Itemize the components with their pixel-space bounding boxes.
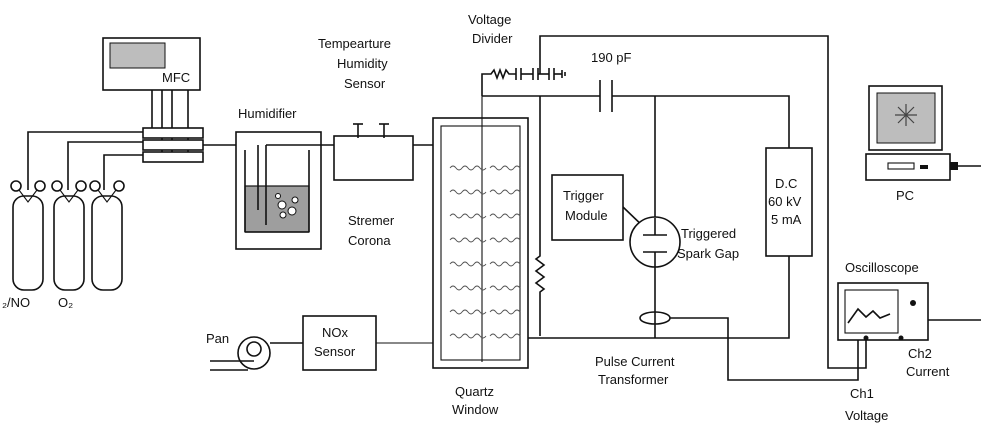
- nox-sensor: NOx Sensor: [270, 315, 433, 371]
- triggered-spark-gap: Triggered Spark Gap: [629, 216, 739, 338]
- oscilloscope: Oscilloscope Ch2 Current Ch1 Voltage: [837, 260, 981, 423]
- corona-label-1: Stremer: [348, 213, 395, 228]
- gas-cylinder-o2-b: [89, 180, 125, 291]
- oscilloscope-label: Oscilloscope: [845, 260, 919, 275]
- divider-label-1: Voltage: [468, 12, 511, 27]
- nox-label-1: NOx: [322, 325, 349, 340]
- screen-sparkle-icon: [895, 104, 917, 126]
- trigger-label-1: Trigger: [563, 188, 604, 203]
- ch1-label-1: Ch1: [850, 386, 874, 401]
- sensor-label-1: Tempearture: [318, 36, 391, 51]
- pct-label-2: Transformer: [598, 372, 669, 387]
- gas-pipes: [27, 131, 143, 190]
- sensor-label-2: Humidity: [337, 56, 388, 71]
- trigger-label-2: Module: [565, 208, 608, 223]
- humidifier: Humidifier: [235, 106, 340, 250]
- pc-label: PC: [896, 188, 914, 203]
- pan-label: Pan: [206, 331, 229, 346]
- capacitor-190pf: 190 pF: [591, 50, 790, 218]
- quartz-label-1: Quartz: [455, 384, 494, 399]
- spark-label-1: Triggered: [681, 226, 736, 241]
- nox-label-2: Sensor: [314, 344, 356, 359]
- ch1-label-2: Voltage: [845, 408, 888, 423]
- ch2-label-2: Current: [906, 364, 950, 379]
- gas-cylinder-no: [10, 180, 46, 291]
- pulse-current-transformer: Pulse Current Transformer: [595, 311, 859, 387]
- dc-label-2: 60 kV: [768, 194, 802, 209]
- capacitor-label: 190 pF: [591, 50, 632, 65]
- spark-label-2: Spark Gap: [677, 246, 739, 261]
- divider-label-2: Divider: [472, 31, 513, 46]
- pan-pump: Pan: [206, 331, 271, 371]
- ch2-label-1: Ch2: [908, 346, 932, 361]
- gas-label-no: ₂/NO: [2, 295, 30, 310]
- resistor: [528, 96, 790, 339]
- humidifier-label: Humidifier: [238, 106, 297, 121]
- dc-label-3: 5 mA: [771, 212, 802, 227]
- temp-humidity-sensor: Tempearture Humidity Sensor: [318, 36, 433, 181]
- trigger-module: Trigger Module: [551, 174, 648, 241]
- mfc-label: MFC: [162, 70, 190, 85]
- corona-label-2: Corona: [348, 233, 391, 248]
- gas-label-o2: O₂: [58, 295, 73, 310]
- corona-discharge-pattern: [449, 165, 521, 339]
- pct-label-1: Pulse Current: [595, 354, 675, 369]
- voltage-divider: Voltage Divider: [468, 12, 867, 369]
- gas-cylinder-o2-a: [51, 180, 87, 291]
- dc-label-1: D.C: [775, 176, 797, 191]
- reactor: [432, 96, 529, 369]
- dc-power-supply: D.C 60 kV 5 mA: [765, 147, 813, 257]
- pc: PC: [865, 85, 981, 203]
- mfc-unit: MFC: [102, 37, 201, 91]
- sensor-label-3: Sensor: [344, 76, 386, 91]
- quartz-label-2: Window: [452, 402, 499, 417]
- mfc-manifold: [142, 90, 236, 163]
